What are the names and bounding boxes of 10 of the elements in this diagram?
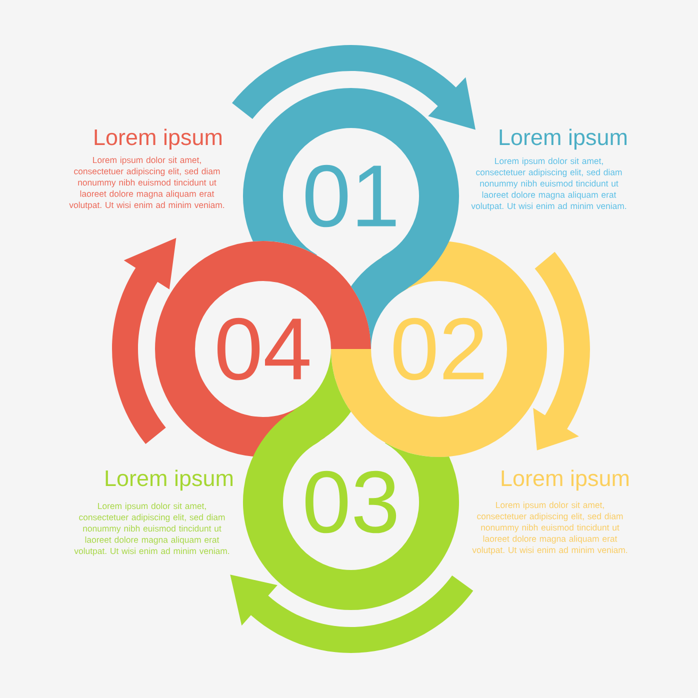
body-text: Lorem ipsum dolor sit amet, consectetuer adipiscing elit, sed diam nonummy nibh euismod tincidunt ut laoreet dolore magna aliquam erat volutpat. Ut wisi enim ad minim veniam. (471, 158, 626, 211)
heading: Lorem ipsum (94, 128, 222, 150)
heading: Lorem ipsum (106, 470, 232, 491)
number-ring: 04 (155, 241, 371, 457)
heading: Lorem ipsum (500, 128, 627, 150)
number-ring: 02 (331, 241, 547, 457)
body-text: Lorem ipsum dolor sit amet, consectetuer adipiscing elit, sed diam nonummy nibh euismod tincidunt ut laoreet dolore magna aliquam erat volutpat. Ut wisi enim ad minim veniam. (69, 156, 224, 210)
heading: Lorem ipsum (502, 470, 629, 491)
body-text: Lorem ipsum dolor sit amet, consectetuer adipiscing elit, sed diam nonummy nibh euismod tincidunt ut laoreet dolore magna aliquam erat volutpat. Ut wisi enim ad minim veniam. (74, 502, 230, 556)
body-text: Lorem ipsum dolor sit amet, consectetuer adipiscing elit, sed diam nonummy nibh euismod tincidunt ut laoreet dolore magna aliquam erat volutpat. Ut wisi enim ad minim veniam. (472, 502, 628, 555)
